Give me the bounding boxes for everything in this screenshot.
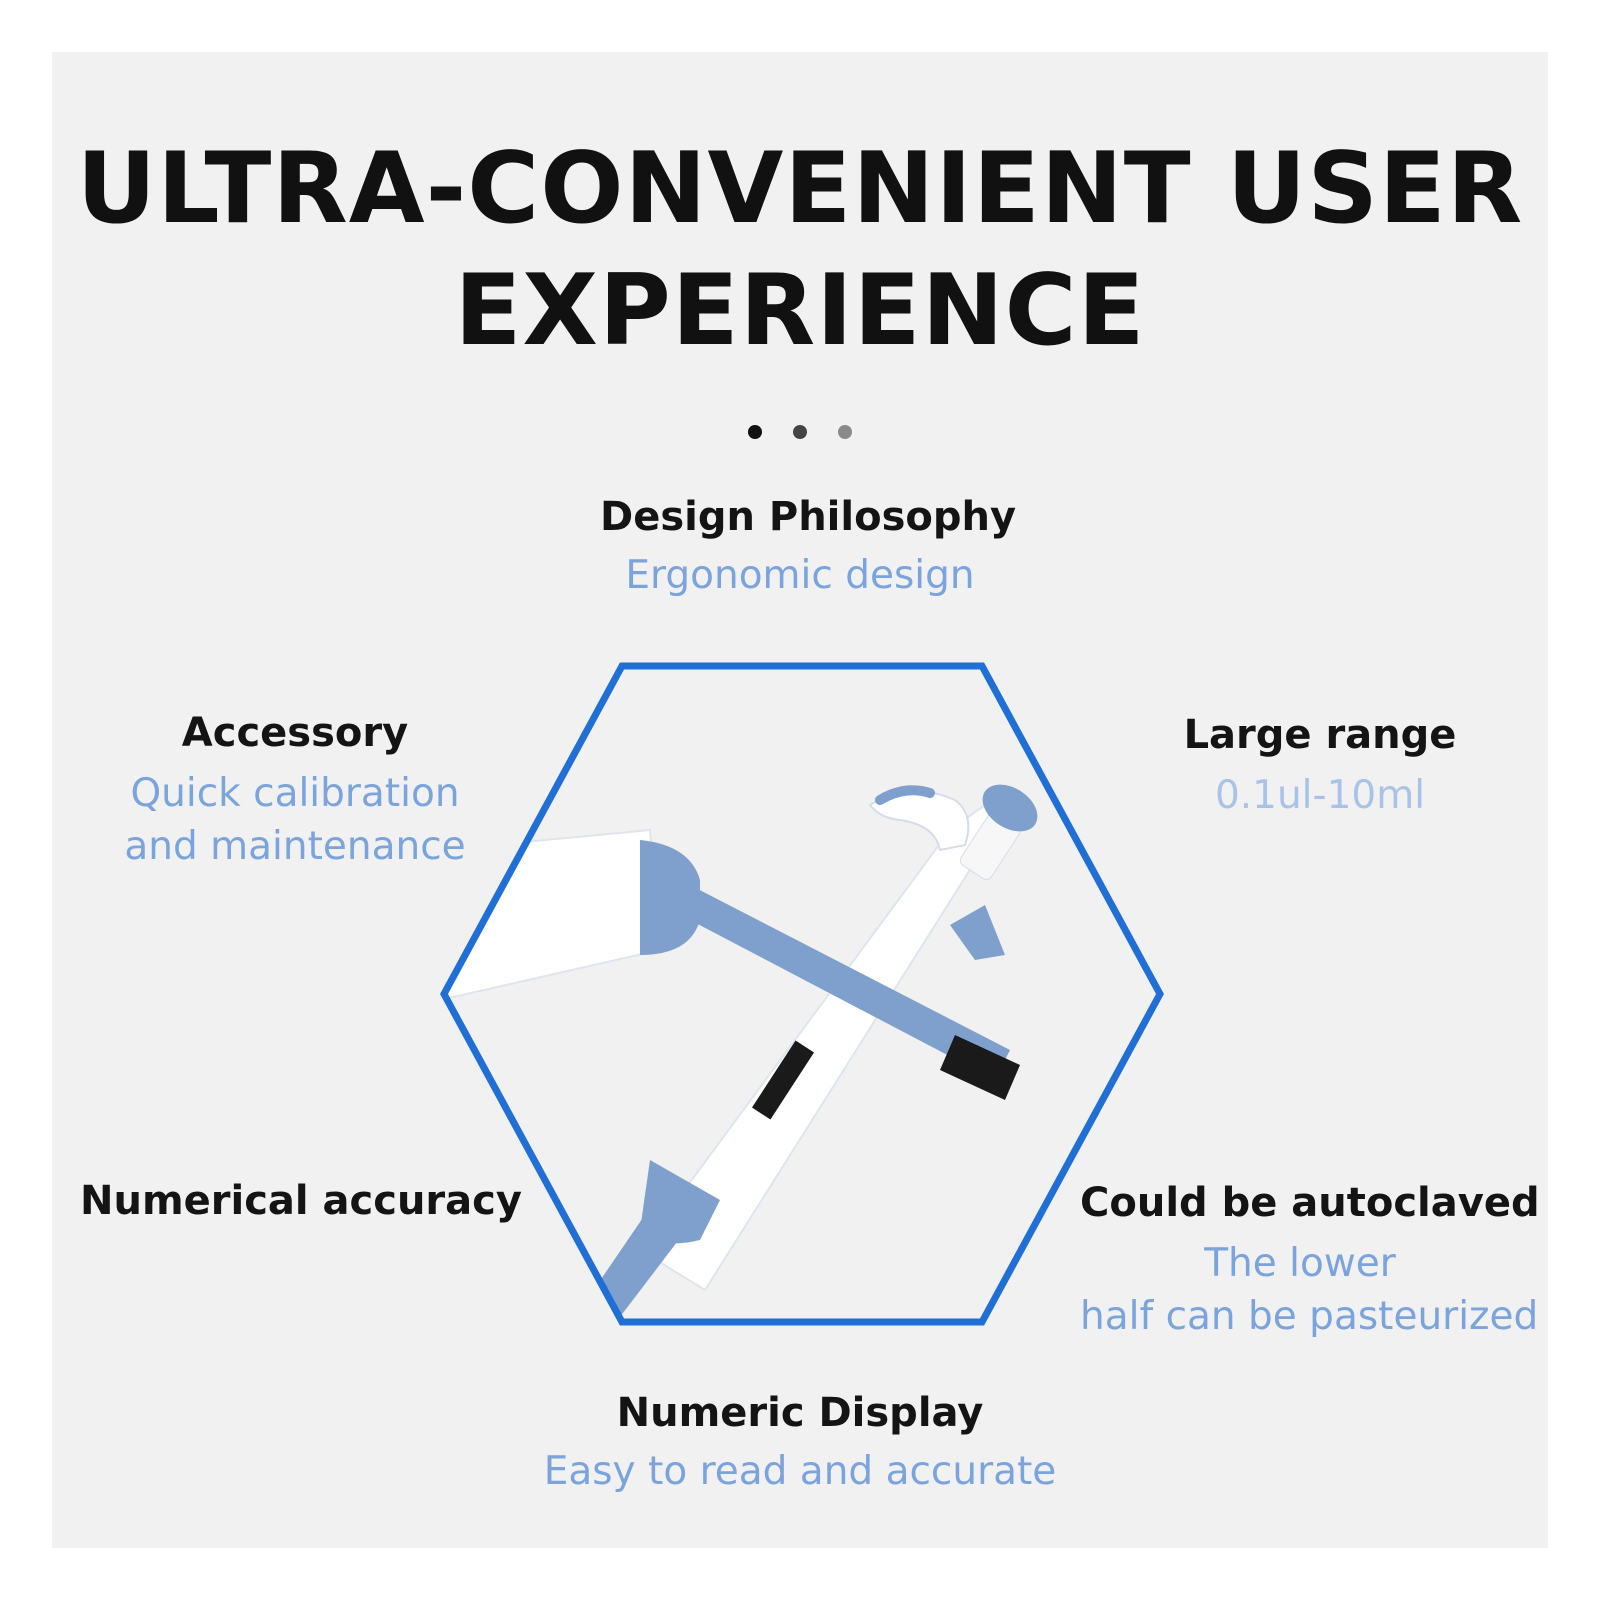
feature-heading: Accessory	[181, 710, 409, 756]
feature-autoclaved: Could be autoclaved The lower half can b…	[1080, 1178, 1540, 1342]
dot-2	[793, 425, 807, 439]
dot-1	[747, 425, 762, 439]
feature-subtext-line-1: Quick calibration	[130, 771, 460, 816]
feature-subtext: 0.1ul-10ml	[1214, 773, 1426, 818]
feature-numerical-accuracy: Numerical accuracy	[80, 1176, 522, 1226]
feature-subtext: Easy to read and accurate	[543, 1449, 1057, 1494]
plunger-cap	[982, 784, 1038, 832]
pipette-photo	[444, 784, 1038, 1322]
page-title-line-1: ULTRA-CONVENIENT USER	[76, 132, 1524, 246]
pagination-dots	[0, 424, 1600, 443]
volume-display	[751, 1040, 815, 1120]
feature-heading: Numeric Display	[616, 1390, 984, 1436]
feature-heading: Numerical accuracy	[80, 1178, 522, 1224]
feature-numeric-display: Numeric Display Easy to read and accurat…	[500, 1388, 1100, 1497]
feature-subtext-line-1: The lower	[1204, 1241, 1396, 1286]
tip-front	[940, 1035, 1020, 1100]
feature-accessory: Accessory Quick calibration and maintena…	[100, 708, 490, 872]
dot-3	[838, 425, 853, 439]
feature-large-range: Large range 0.1ul-10ml	[1120, 710, 1520, 821]
page-title-line-2: EXPERIENCE	[454, 254, 1146, 368]
shaft-front	[690, 885, 1010, 1080]
feature-heading: Design Philosophy	[600, 494, 1017, 540]
feature-subtext-line-2: half can be pasteurized	[1080, 1293, 1539, 1339]
feature-heading: Large range	[1183, 712, 1457, 758]
hexagon-outline	[440, 662, 1164, 1326]
feature-subtext: Ergonomic design	[625, 553, 975, 598]
cone-collar-front	[640, 840, 700, 955]
pipette-body-back	[638, 803, 997, 1292]
feature-subtext-line-2: and maintenance	[124, 823, 466, 869]
feature-heading: Could be autoclaved	[1080, 1180, 1540, 1226]
pipette-hook-accent	[875, 785, 935, 805]
ejector-button	[950, 905, 1005, 960]
feature-design-philosophy: Design Philosophy Ergonomic design	[600, 492, 1017, 601]
hexagon-fill	[444, 666, 1160, 1322]
